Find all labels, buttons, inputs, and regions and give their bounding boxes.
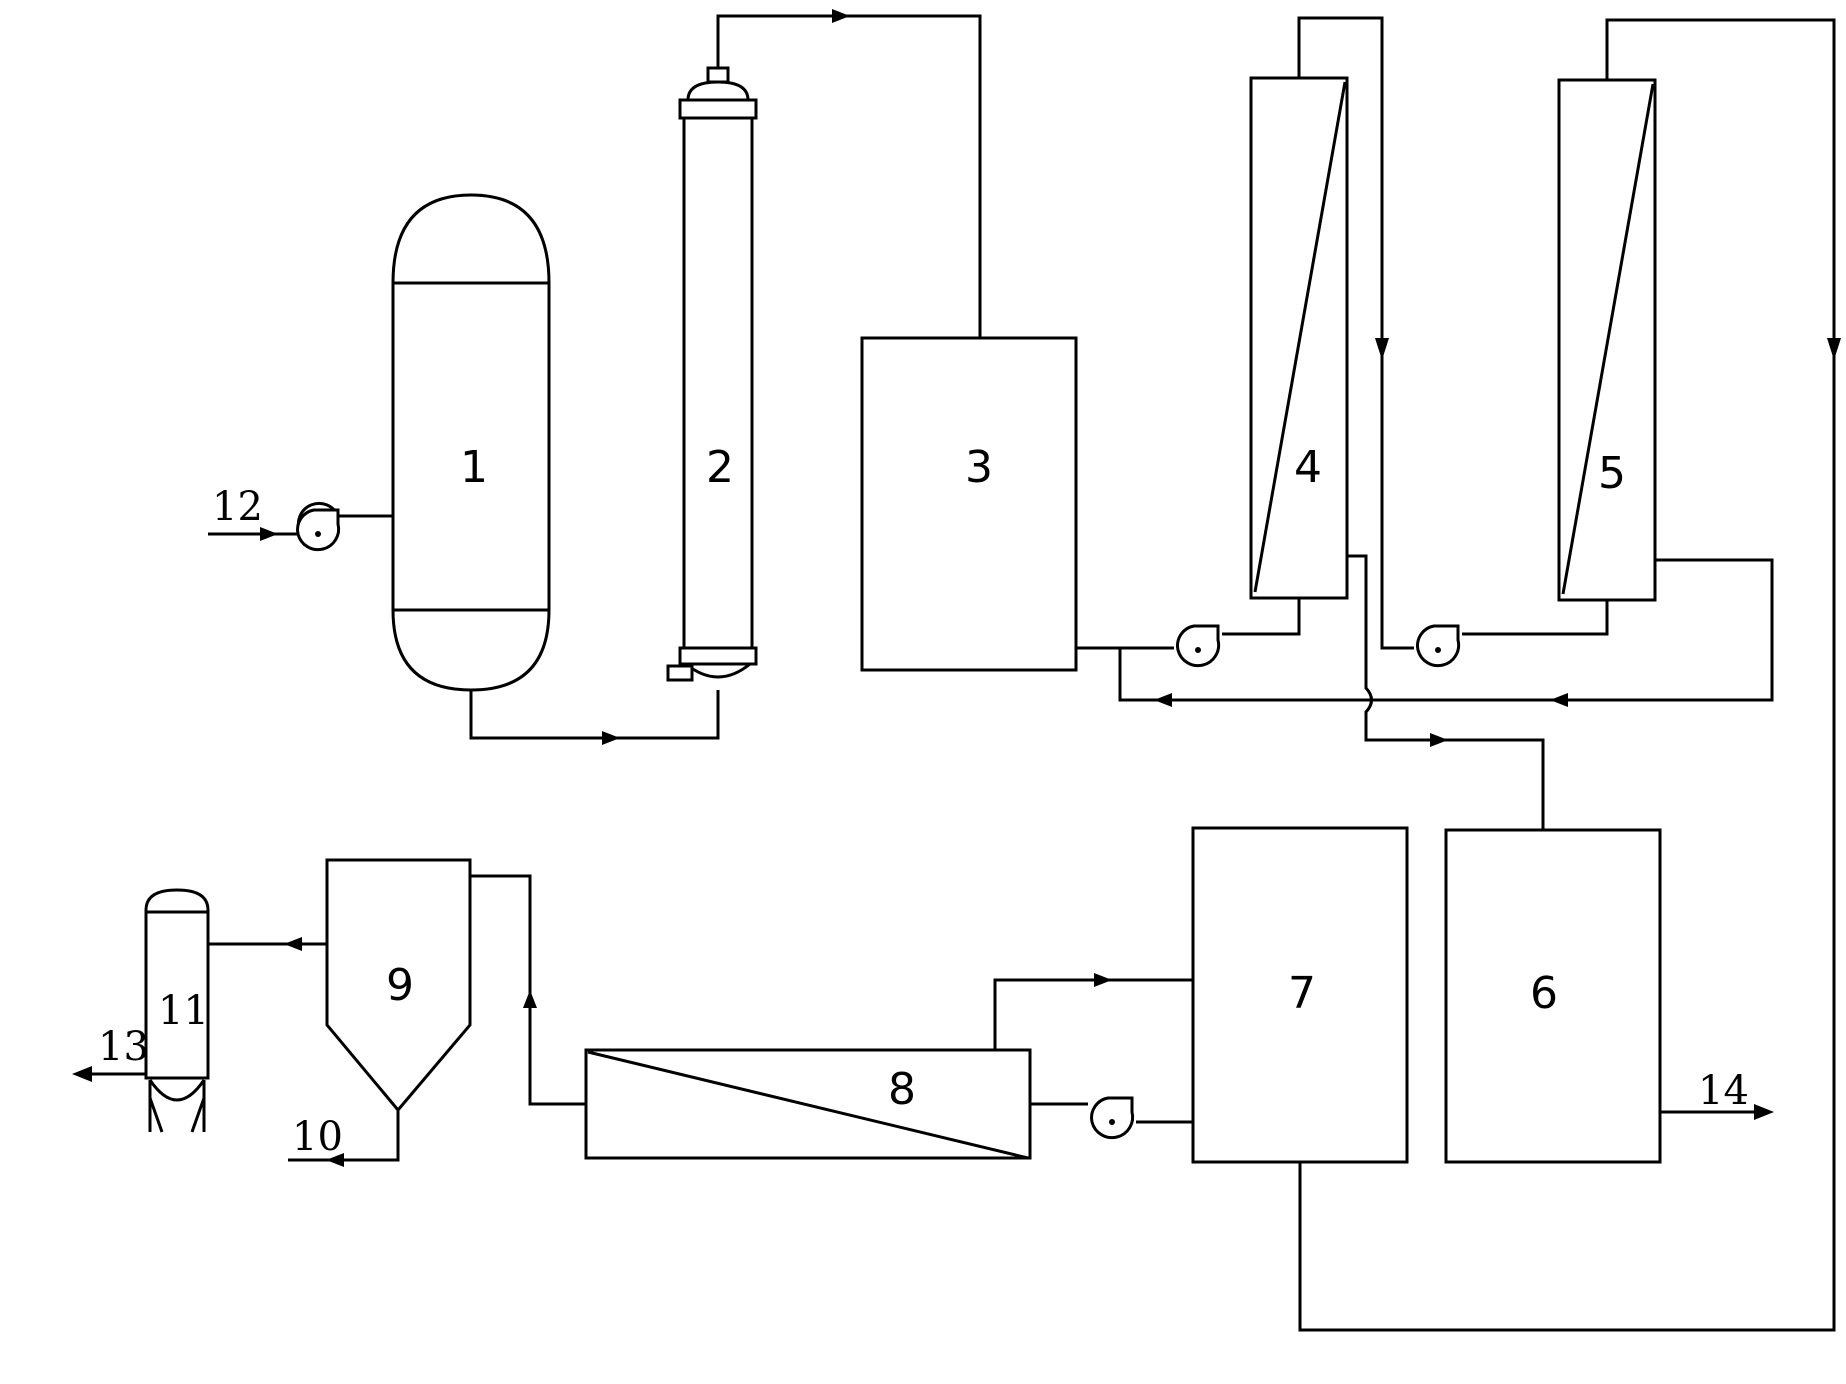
arrow-icon — [1754, 1104, 1774, 1120]
label-2: 2 — [706, 442, 734, 493]
label-9: 9 — [386, 960, 414, 1011]
label-7: 7 — [1288, 968, 1316, 1019]
arrow-icon — [1430, 733, 1448, 747]
label-6: 6 — [1530, 968, 1558, 1019]
vessel-1: 1 — [391, 193, 551, 692]
pump-icon — [1176, 624, 1221, 668]
label-8: 8 — [888, 1064, 916, 1115]
label-5: 5 — [1598, 448, 1626, 499]
label-11: 11 — [158, 988, 209, 1034]
pipe-2-to-3 — [716, 14, 982, 338]
unit-6: 6 — [1444, 828, 1662, 1164]
pipe-4-top — [1297, 16, 1414, 650]
pipe-5-top-return — [1298, 18, 1836, 1332]
column-5: 5 — [1557, 78, 1657, 602]
pipe-pump-to-5 — [1462, 600, 1609, 636]
column-2: 2 — [666, 66, 758, 682]
stream-label-12: 12 — [212, 484, 263, 530]
arrow-icon — [523, 990, 537, 1008]
label-4: 4 — [1294, 442, 1322, 493]
pipe-8-to-9 — [470, 874, 586, 1106]
dryer-8: 8 — [584, 1048, 1032, 1160]
pipes — [84, 14, 1836, 1332]
pipe-1-to-2 — [469, 690, 720, 740]
arrow-icon — [1094, 973, 1112, 987]
label-1: 1 — [460, 442, 488, 493]
unit-3: 3 — [860, 336, 1078, 672]
arrow-icon — [326, 1153, 344, 1167]
stream-label-10: 10 — [292, 1114, 343, 1160]
pipe-pump-to-4 — [1222, 598, 1301, 636]
pipe-8-to-7 — [993, 978, 1193, 1050]
pump-icon — [1090, 1096, 1135, 1140]
pipe-5-return-to-3 — [1118, 558, 1774, 702]
arrow-icon — [1375, 338, 1389, 360]
vessel-11: 11 — [144, 888, 210, 1133]
arrow-icon — [832, 9, 850, 23]
stream-label-13: 13 — [98, 1024, 149, 1070]
label-3: 3 — [965, 442, 993, 493]
unit-7: 7 — [1191, 826, 1409, 1164]
pump-icon — [296, 501, 341, 552]
arrow-icon — [1154, 693, 1172, 707]
arrow-icon — [284, 937, 302, 951]
pipe-4-to-6 — [1347, 554, 1545, 830]
column-4: 4 — [1249, 76, 1349, 600]
cyclone-9: 9 — [325, 858, 472, 1113]
stream-label-14: 14 — [1698, 1068, 1749, 1114]
arrow-icon — [72, 1066, 92, 1082]
arrow-icon — [602, 731, 620, 745]
arrow-icon — [260, 527, 278, 541]
arrow-icon — [1827, 338, 1841, 360]
pipe-9-to-10 — [288, 1110, 400, 1162]
flow-arrows — [72, 9, 1841, 1167]
arrow-icon — [1550, 693, 1568, 707]
pump-icon — [1416, 624, 1461, 668]
